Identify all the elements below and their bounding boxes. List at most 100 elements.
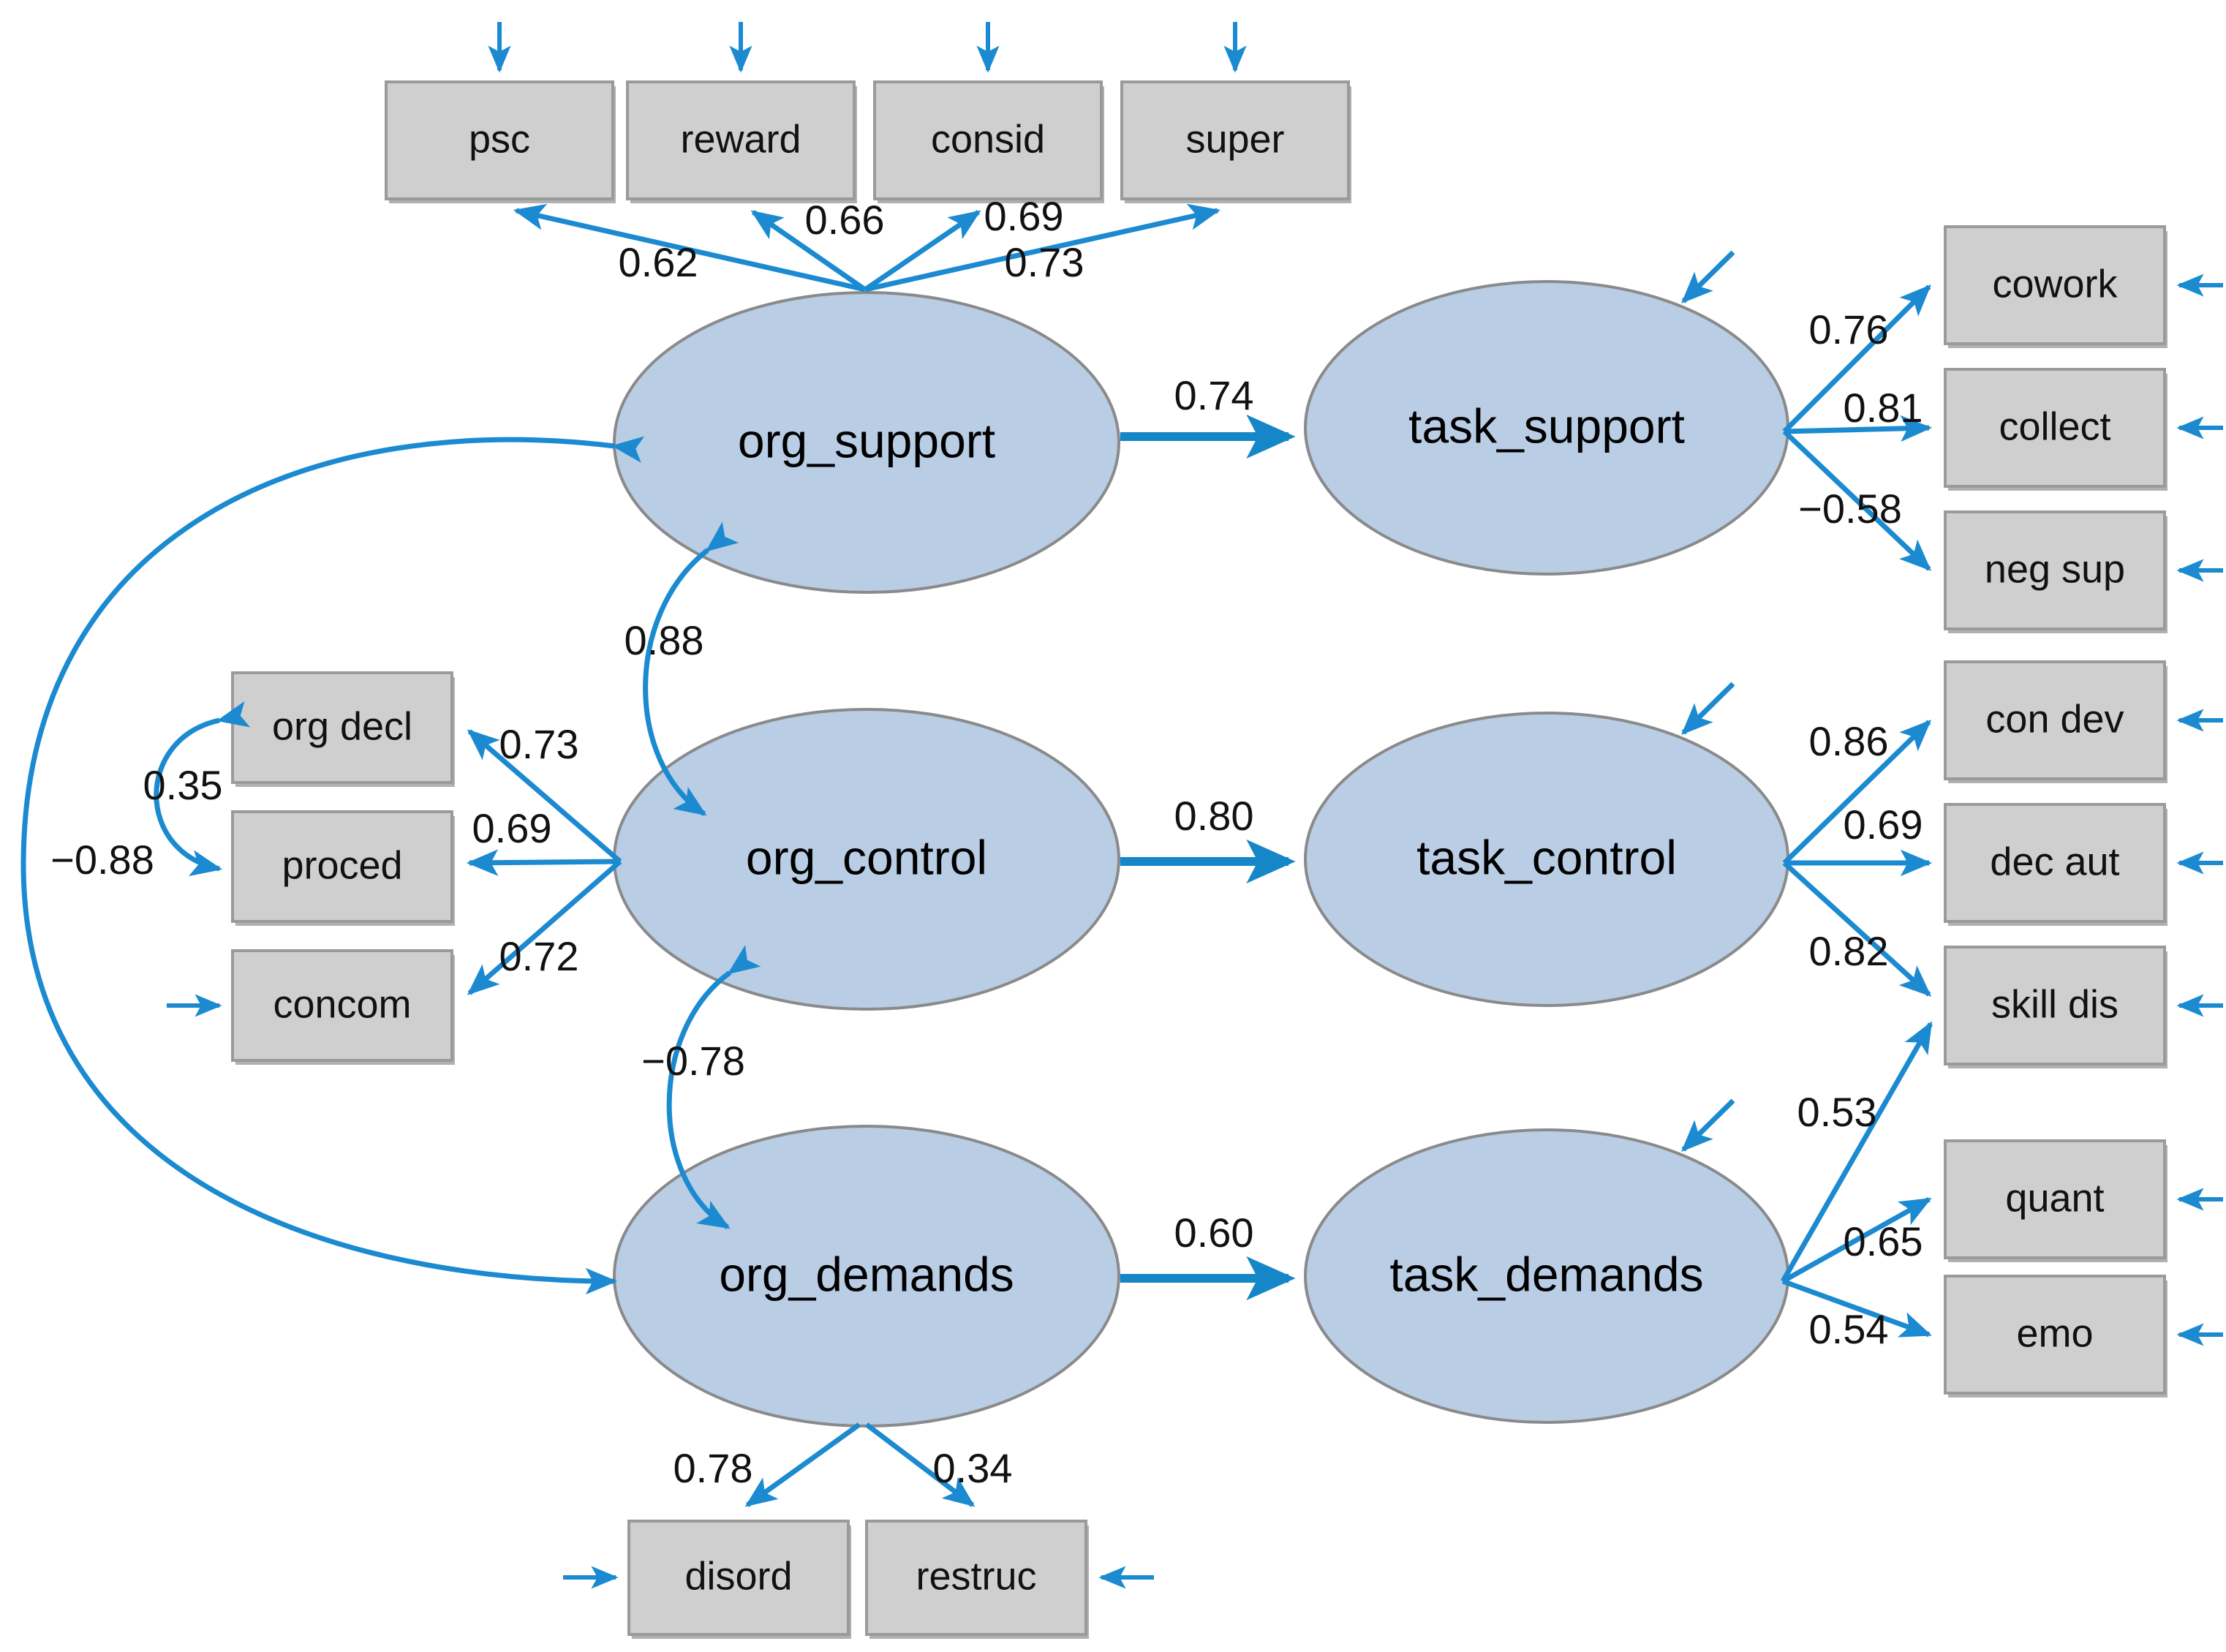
observed-variable-reward[interactable]: reward — [626, 80, 857, 203]
observed-label: psc — [469, 117, 530, 161]
loading-label-reward: 0.66 — [805, 197, 885, 243]
latent-label: task_demands — [1389, 1247, 1703, 1301]
observed-variable-disord[interactable]: disord — [627, 1520, 851, 1639]
loading-edge-task-demands-skill-dis — [1780, 1021, 1933, 1283]
loading-edge-task-support-collect — [1784, 415, 1933, 442]
loading-edge-org-demands-disord — [744, 1422, 861, 1507]
observed-label: neg sup — [1985, 547, 2125, 591]
observed-variable-super[interactable]: super — [1120, 80, 1351, 203]
loading-edge-task-control-skill-dis — [1782, 861, 1932, 997]
loading-edge-org-control-proced — [466, 849, 621, 876]
observed-variable-skill-dis[interactable]: skill dis — [1944, 946, 2167, 1068]
covariance-label-035: 0.35 — [143, 762, 223, 808]
latent-label: org_control — [746, 830, 987, 884]
observed-variable-consid[interactable]: consid — [873, 80, 1104, 203]
loading-label-emo: 0.54 — [1809, 1306, 1889, 1352]
loading-label-restruc: 0.34 — [933, 1445, 1013, 1491]
loading-edge-task-support-cowork — [1782, 284, 1931, 434]
loading-label-psc: 0.62 — [619, 239, 698, 285]
loading-label-dec-aut: 0.69 — [1844, 802, 1923, 848]
disturbance-arrow-task-support — [1681, 250, 1735, 303]
observed-variable-restruc[interactable]: restruc — [865, 1520, 1089, 1639]
observed-label: consid — [931, 117, 1045, 161]
structural-label-support: 0.74 — [1174, 372, 1254, 418]
loading-edge-org-support-reward — [750, 210, 867, 292]
latent-variable-org-support[interactable]: org_support — [613, 291, 1120, 594]
observed-label: dec aut — [1990, 840, 2119, 883]
structural-path-edges — [1120, 415, 1296, 1300]
residual-arrows-group — [167, 22, 2223, 1589]
loading-edge-task-demands-quant — [1781, 1196, 1932, 1284]
covariance-edge-org-decl-proced — [154, 701, 251, 877]
loading-edge-org-demands-restruc — [864, 1422, 976, 1507]
observed-label: reward — [680, 117, 801, 161]
latent-variable-task-support[interactable]: task_support — [1304, 280, 1789, 576]
loading-label-concom: 0.72 — [499, 933, 579, 979]
covariance-edge-org-control-org-demands — [666, 945, 761, 1229]
loading-edge-task-demands-emo — [1781, 1278, 1932, 1338]
loading-label-quant: 0.65 — [1844, 1218, 1923, 1264]
latent-variable-task-demands[interactable]: task_demands — [1304, 1128, 1789, 1424]
observed-label: collect — [1999, 404, 2110, 448]
observed-label: emo — [2016, 1311, 2093, 1355]
loading-label-proced: 0.69 — [472, 805, 552, 851]
loading-edges-task-support — [1782, 284, 1933, 571]
observed-variable-org-decl[interactable]: org decl — [231, 671, 455, 787]
observed-variable-con-dev[interactable]: con dev — [1944, 660, 2167, 783]
observed-variable-quant[interactable]: quant — [1944, 1139, 2167, 1262]
observed-variable-emo[interactable]: emo — [1944, 1275, 2167, 1398]
observed-variable-concom[interactable]: concom — [231, 949, 455, 1065]
loading-label-org-decl: 0.73 — [499, 721, 579, 767]
loading-edge-org-support-consid — [864, 210, 981, 292]
disturbance-arrow-task-demands — [1681, 1098, 1735, 1152]
loading-edges-org-support — [513, 203, 1221, 293]
observed-variable-dec-aut[interactable]: dec aut — [1944, 803, 2167, 926]
loading-edge-org-support-super — [864, 203, 1221, 293]
observed-variable-neg-sup[interactable]: neg sup — [1944, 510, 2167, 633]
loading-label-super: 0.73 — [1005, 239, 1084, 285]
latent-variable-org-demands[interactable]: org_demands — [613, 1125, 1120, 1427]
observed-label: super — [1185, 117, 1284, 161]
covariance-label-078: −0.78 — [641, 1038, 745, 1084]
disturbance-arrows-group — [1681, 250, 1735, 1152]
covariance-label-088: 0.88 — [625, 617, 704, 663]
covariance-edge-org-support-org-control — [643, 521, 739, 816]
observed-label: concom — [273, 982, 411, 1026]
latent-variable-task-control[interactable]: task_control — [1304, 712, 1789, 1007]
observed-variable-proced[interactable]: proced — [231, 810, 455, 926]
latent-variable-org-control[interactable]: org_control — [613, 708, 1120, 1011]
observed-label: skill dis — [1991, 982, 2119, 1026]
observed-variable-cowork[interactable]: cowork — [1944, 225, 2167, 348]
observed-label: proced — [282, 843, 402, 887]
covariance-edge-org-support-org-demands — [20, 436, 645, 1295]
latent-label: org_support — [738, 413, 995, 467]
observed-label: con dev — [1985, 697, 2124, 741]
loading-label-cowork: 0.76 — [1809, 306, 1889, 352]
latent-label: org_demands — [719, 1247, 1014, 1301]
structural-label-demands: 0.60 — [1174, 1210, 1254, 1256]
structural-label-control: 0.80 — [1174, 793, 1254, 839]
observed-variable-psc[interactable]: psc — [385, 80, 616, 203]
loading-label-skill-dis-demands: 0.53 — [1797, 1089, 1877, 1135]
loading-edge-org-support-psc — [513, 203, 866, 293]
loading-label-consid: 0.69 — [984, 193, 1064, 239]
loading-label-con-dev: 0.86 — [1809, 718, 1889, 764]
covariance-label-088-neg: −0.88 — [50, 837, 154, 883]
disturbance-arrow-task-control — [1681, 682, 1735, 735]
observed-label: quant — [2005, 1176, 2104, 1220]
loading-edges-task-demands — [1780, 1021, 1933, 1338]
observed-label: disord — [684, 1554, 792, 1598]
loading-label-collect: 0.81 — [1844, 385, 1923, 431]
loading-label-neg-sup: −0.58 — [1798, 486, 1902, 532]
latent-label: task_control — [1416, 830, 1677, 884]
observed-variable-collect[interactable]: collect — [1944, 368, 2167, 491]
loading-edge-task-control-con-dev — [1782, 720, 1932, 865]
observed-label: restruc — [916, 1554, 1036, 1598]
loading-label-skill-dis: 0.82 — [1809, 928, 1889, 974]
observed-label: cowork — [1992, 262, 2118, 306]
observed-label: org decl — [272, 704, 412, 748]
loading-label-disord: 0.78 — [674, 1445, 753, 1491]
latent-label: task_support — [1408, 399, 1685, 453]
